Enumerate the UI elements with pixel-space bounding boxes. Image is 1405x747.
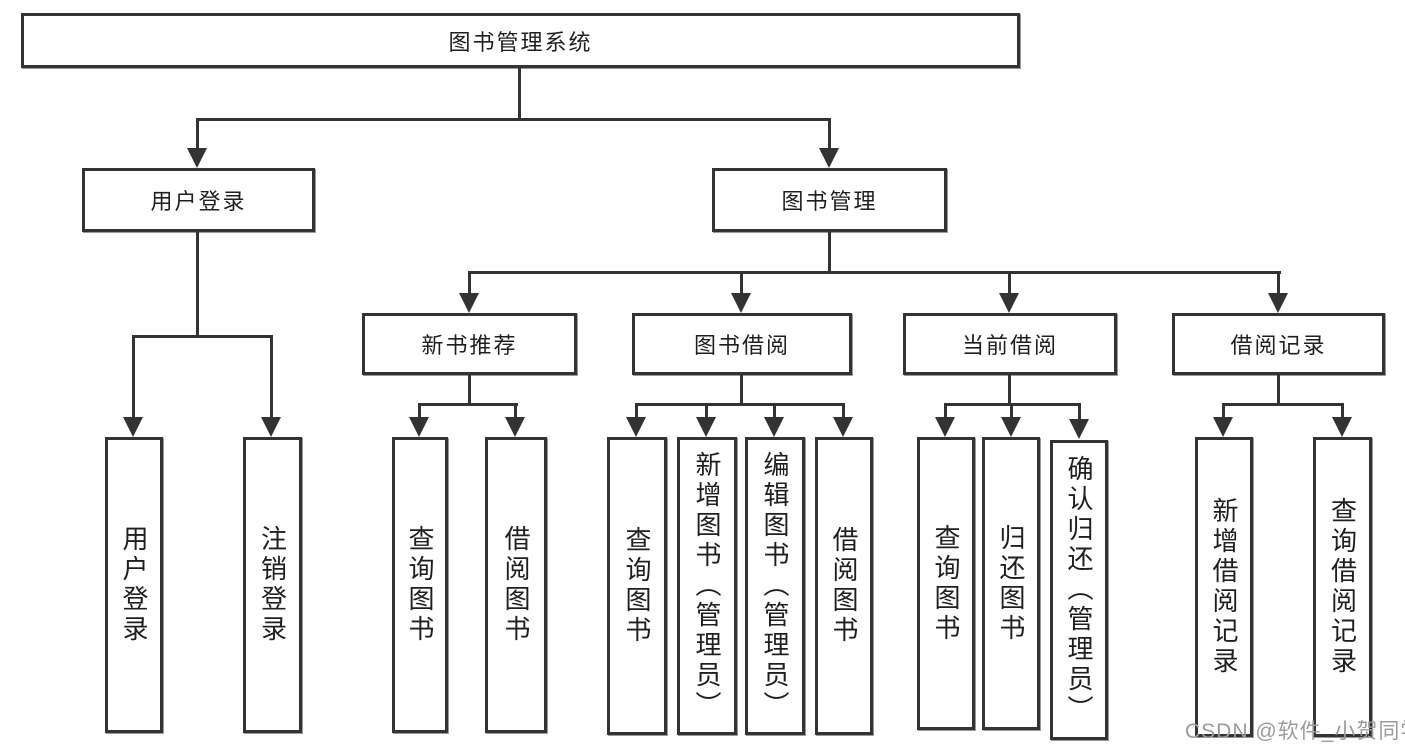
arrowhead-down-icon xyxy=(1069,419,1089,439)
connector-line xyxy=(196,118,199,150)
connector-line xyxy=(418,403,421,419)
arrowhead-down-icon xyxy=(1268,293,1288,313)
leaf-add-borrow-record: 新增借阅记录 xyxy=(1195,437,1253,737)
arrowhead-down-icon xyxy=(409,417,429,437)
connector-line xyxy=(132,335,135,417)
arrowhead-down-icon xyxy=(731,293,751,313)
leaf-logout: 注销登录 xyxy=(243,437,302,733)
connector-line xyxy=(1277,271,1280,295)
connector-line xyxy=(705,403,708,419)
connector-line xyxy=(1008,375,1011,405)
connector-line xyxy=(514,403,517,419)
connector-line xyxy=(518,68,521,121)
connector-line xyxy=(828,232,831,274)
node-library-management-system: 图书管理系统 xyxy=(21,13,1020,68)
connector-line xyxy=(1341,403,1344,419)
connector-line xyxy=(468,271,1281,274)
arrowhead-down-icon xyxy=(935,417,955,437)
connector-line xyxy=(1078,403,1081,419)
connector-line xyxy=(1010,403,1013,419)
arrowhead-down-icon xyxy=(819,148,839,168)
node-new-book-recommendation: 新书推荐 xyxy=(362,313,577,375)
leaf-edit-books-admin: 编辑图书（管理员） xyxy=(745,437,805,735)
arrowhead-down-icon xyxy=(833,417,853,437)
connector-line xyxy=(828,118,831,150)
connector-line xyxy=(773,403,776,419)
leaf-query-books-recommend: 查询图书 xyxy=(392,437,448,733)
connector-line xyxy=(196,118,831,121)
connector-line xyxy=(1008,271,1011,295)
connector-line xyxy=(468,375,471,405)
arrowhead-down-icon xyxy=(1001,417,1021,437)
arrowhead-down-icon xyxy=(187,148,207,168)
leaf-query-borrow-record: 查询借阅记录 xyxy=(1313,437,1372,737)
connector-line xyxy=(418,403,518,406)
connector-line xyxy=(196,232,199,335)
arrowhead-down-icon xyxy=(999,293,1019,313)
connector-line xyxy=(842,403,845,419)
connector-line xyxy=(635,403,638,419)
arrowhead-down-icon xyxy=(505,417,525,437)
csdn-watermark: CSDN @软件_小贺同学 xyxy=(1185,720,1405,743)
leaf-query-books-current: 查询图书 xyxy=(917,437,975,730)
connector-line xyxy=(270,335,273,417)
connector-line xyxy=(635,403,845,406)
arrowhead-down-icon xyxy=(696,417,716,437)
arrowhead-down-icon xyxy=(1332,417,1352,437)
node-borrowing-records: 借阅记录 xyxy=(1172,313,1385,375)
arrowhead-down-icon xyxy=(123,417,143,437)
leaf-user-login: 用户登录 xyxy=(105,437,163,733)
node-book-management: 图书管理 xyxy=(712,168,947,232)
leaf-borrow-books-recommend: 借阅图书 xyxy=(485,437,547,733)
leaf-query-books-borrowing: 查询图书 xyxy=(607,437,667,735)
leaf-add-books-admin: 新增图书（管理员） xyxy=(677,437,737,735)
connector-line xyxy=(740,271,743,295)
connector-line xyxy=(1222,403,1225,419)
connector-line xyxy=(944,403,947,419)
connector-line xyxy=(740,375,743,405)
connector-line xyxy=(1277,375,1280,405)
arrowhead-down-icon xyxy=(764,417,784,437)
node-user-login: 用户登录 xyxy=(82,168,315,232)
arrowhead-down-icon xyxy=(459,293,479,313)
arrowhead-down-icon xyxy=(1213,417,1233,437)
connector-line xyxy=(468,271,471,295)
leaf-return-books: 归还图书 xyxy=(982,437,1040,730)
leaf-confirm-return-admin: 确认归还（管理员） xyxy=(1050,440,1108,740)
connector-line xyxy=(132,335,273,338)
connector-line xyxy=(1222,403,1344,406)
arrowhead-down-icon xyxy=(261,417,281,437)
node-current-borrowing: 当前借阅 xyxy=(903,313,1117,375)
node-book-borrowing: 图书借阅 xyxy=(632,313,852,375)
arrowhead-down-icon xyxy=(626,417,646,437)
leaf-borrow-books-borrowing: 借阅图书 xyxy=(815,437,873,735)
